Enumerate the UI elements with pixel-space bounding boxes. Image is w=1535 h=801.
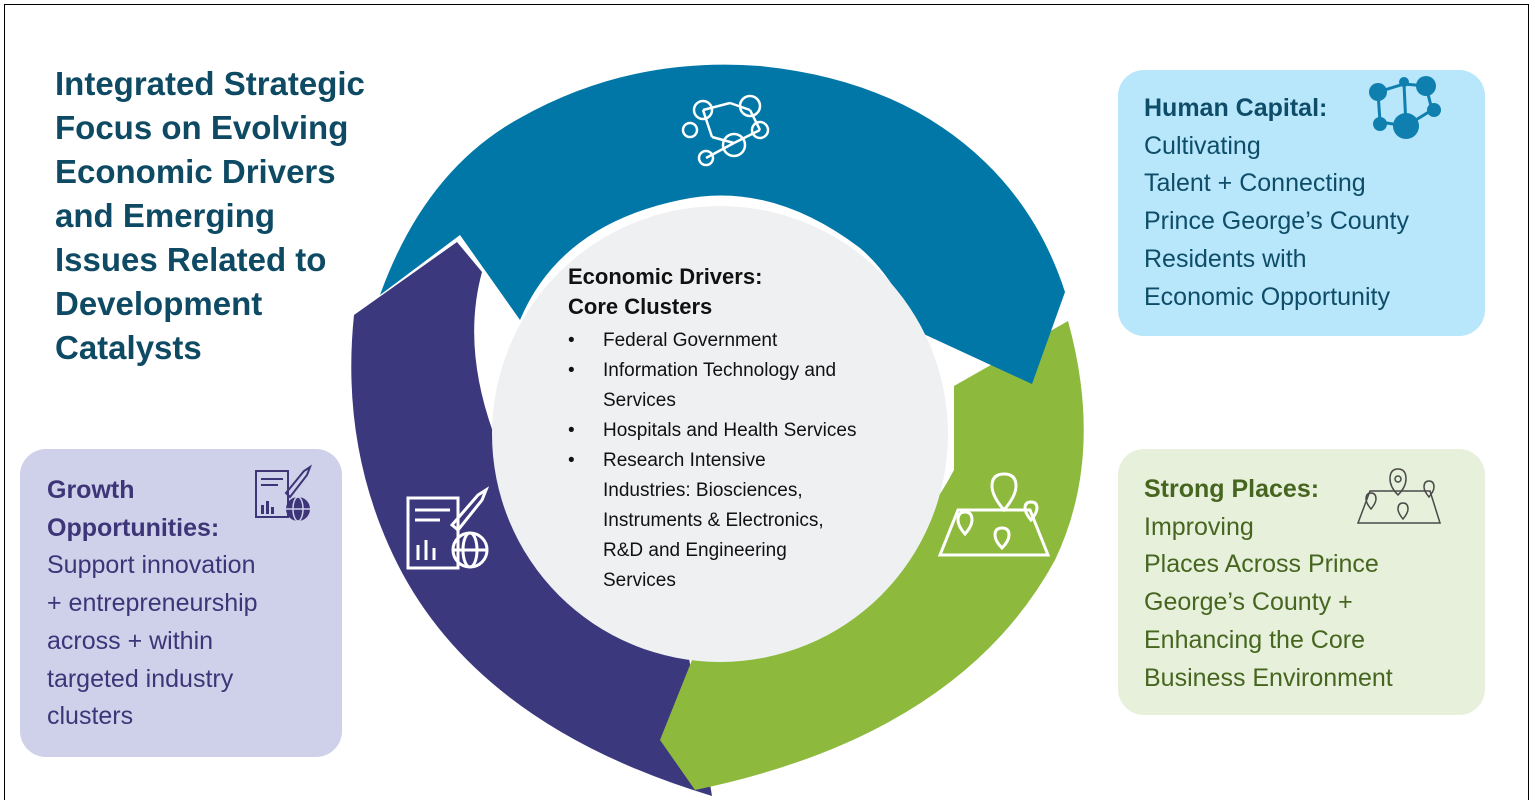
page-title: Integrated Strategic Focus on Evolving E…: [55, 62, 415, 370]
title-line: Economic Drivers: [55, 153, 336, 190]
growth-line: across + within: [47, 626, 214, 655]
cluster-item-line: Services: [603, 570, 676, 591]
map-pins-icon: [1356, 468, 1442, 524]
core-clusters-title-line: Economic Drivers:: [568, 264, 763, 289]
title-line: Catalysts: [55, 329, 202, 366]
cluster-item-line: Federal Government: [603, 330, 778, 351]
cluster-item: Information Technology and Services: [568, 356, 918, 416]
title-line: Focus on Evolving: [55, 109, 349, 146]
human-capital-cycle-arrow: [380, 64, 1065, 384]
human-capital-box: Human Capital: Cultivating Talent + Conn…: [1118, 70, 1485, 336]
cluster-item-line: Information Technology and: [603, 360, 837, 381]
strong-places-line: Enhancing the Core: [1144, 625, 1365, 654]
strong-places-line: Improving: [1144, 512, 1254, 541]
cluster-item-line: Services: [603, 390, 676, 411]
core-clusters-list: Federal Government Information Technolog…: [568, 326, 918, 596]
human-capital-line: Economic Opportunity: [1144, 282, 1390, 311]
cluster-item-line: Instruments & Electronics,: [603, 510, 824, 531]
strong-places-line: Business Environment: [1144, 663, 1393, 692]
title-line: Integrated Strategic: [55, 65, 365, 102]
cluster-item: Hospitals and Health Services: [568, 416, 918, 446]
human-capital-line: Prince George’s County: [1144, 207, 1409, 236]
cluster-item-line: R&D and Engineering: [603, 540, 787, 561]
human-capital-line: Residents with: [1144, 244, 1307, 273]
places-cycle-arrow: [660, 321, 1084, 790]
growth-title-line: Opportunities:: [47, 513, 220, 542]
growth-line: clusters: [47, 702, 134, 731]
human-capital-line: Talent + Connecting: [1144, 169, 1366, 198]
strong-places-box: Strong Places: Improving Places Across P…: [1118, 449, 1485, 715]
human-capital-title: Human Capital:: [1144, 94, 1328, 122]
strong-places-title: Strong Places:: [1144, 475, 1320, 503]
human-capital-line: Cultivating: [1144, 131, 1261, 160]
core-clusters-title-line: Core Clusters: [568, 294, 713, 319]
rocket-report-globe-icon: [255, 464, 313, 522]
growth-line: Support innovation: [47, 551, 256, 580]
core-clusters-panel: Economic Drivers: Core Clusters Federal …: [568, 262, 918, 596]
title-line: Issues Related to: [55, 241, 327, 278]
strong-places-line: Places Across Prince: [1144, 550, 1379, 579]
title-line: and Emerging: [55, 197, 276, 234]
cluster-item-line: Industries: Biosciences,: [603, 480, 803, 501]
cluster-item: Federal Government: [568, 326, 918, 356]
growth-opportunities-box: Growth Opportunities: Support innovation…: [20, 449, 342, 757]
title-line: Development: [55, 285, 263, 322]
cluster-item-line: Hospitals and Health Services: [603, 420, 857, 441]
cluster-item: Research Intensive Industries: Bioscienc…: [568, 446, 918, 596]
growth-title-line: Growth: [47, 476, 135, 504]
cluster-item-line: Research Intensive: [603, 450, 766, 471]
growth-line: targeted industry: [47, 664, 234, 693]
map-pins-icon: [937, 472, 1051, 557]
strong-places-line: George’s County +: [1144, 588, 1353, 617]
page-frame: [4, 4, 1529, 800]
core-clusters-title: Economic Drivers: Core Clusters: [568, 262, 918, 322]
growth-line: + entrepreneurship: [47, 589, 258, 618]
rocket-report-globe-icon: [406, 486, 490, 570]
people-network-icon: [1369, 76, 1441, 139]
people-network-icon: [681, 94, 770, 167]
